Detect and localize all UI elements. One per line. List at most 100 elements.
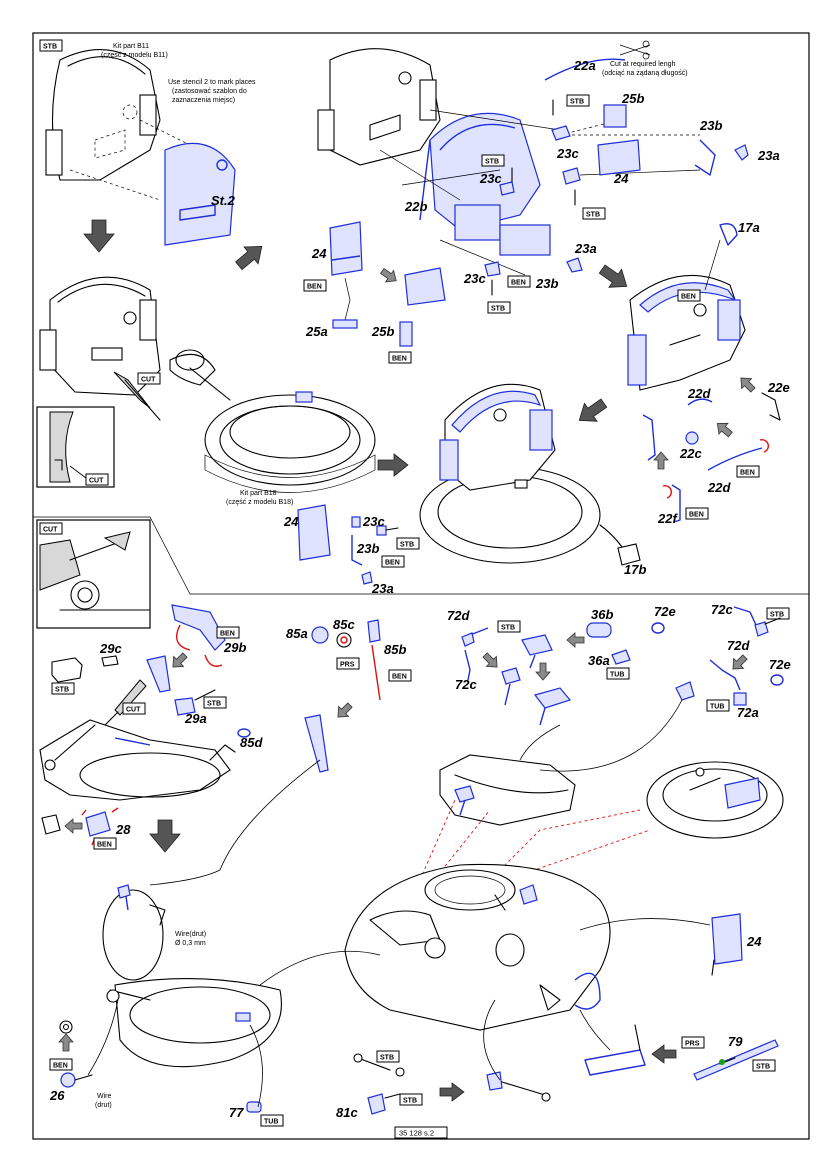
note-cut-1: Cut at required lengh xyxy=(610,61,675,68)
stb-tag-l: STB xyxy=(399,1093,423,1106)
tag-cut-3: CUT xyxy=(43,527,58,534)
label-77: 77 xyxy=(229,1105,244,1120)
arrow-small-28 xyxy=(64,818,83,834)
turret-assembly xyxy=(344,863,611,1031)
part-36a xyxy=(611,649,631,665)
label-25b-left: 25b xyxy=(371,324,394,339)
note-stencil-2: (zastosować szablon do xyxy=(172,88,247,95)
stb-tag-g2: STB xyxy=(497,620,521,633)
assembly-hatch-72 xyxy=(439,754,576,826)
tag-ben-i: BEN xyxy=(220,631,235,638)
note-stencil-3: zaznaczenia miejsc) xyxy=(172,97,235,104)
footer-page-code: 35 128 s.2 xyxy=(399,1129,434,1138)
label-22a: 22a xyxy=(573,58,596,73)
part-26 xyxy=(60,1072,93,1088)
tag-ben-h: BEN xyxy=(392,674,407,681)
part-72e-top xyxy=(651,622,665,634)
note-cut-2: (odciąć na żądaną długość) xyxy=(602,70,688,77)
part-72-assembled xyxy=(533,687,572,726)
ben-tag-g: BEN xyxy=(381,555,405,568)
part-22c xyxy=(685,431,699,445)
prs-tag-b: PRS xyxy=(681,1036,705,1049)
label-23c-mid: 23c xyxy=(479,171,502,186)
red-leaders xyxy=(419,799,651,886)
tag-stb-e: STB xyxy=(491,306,505,313)
label-36b: 36b xyxy=(591,607,613,622)
assembly-hatch-right xyxy=(627,223,746,391)
part-72-hook xyxy=(675,681,695,701)
part-29-mid xyxy=(146,655,171,693)
tag-tub-a: TUB xyxy=(610,672,624,679)
label-26: 26 xyxy=(49,1088,65,1103)
stb-tag-i: STB xyxy=(203,696,227,709)
part-22e xyxy=(761,392,781,421)
part-72c-mid xyxy=(521,634,553,669)
part-85b xyxy=(367,619,381,701)
label-85a: 85a xyxy=(286,626,308,641)
tag-stb-m: STB xyxy=(756,1064,770,1071)
part-28-block xyxy=(41,814,61,835)
part-79-assembled xyxy=(584,1024,646,1076)
arrow-left-79 xyxy=(651,1044,677,1064)
label-23b-mid: 23b xyxy=(535,276,558,291)
part-24-top xyxy=(597,139,641,176)
tag-prs-b: PRS xyxy=(685,1041,700,1048)
tag-ben-b: BEN xyxy=(307,284,322,291)
hatch-big-bottom xyxy=(102,884,282,1068)
part-23c-b18 xyxy=(351,516,399,536)
ben-tag-c: BEN xyxy=(388,351,412,364)
assembly-hatch-center xyxy=(419,383,641,566)
note-wire-size: Ø 0,3 mm xyxy=(175,940,206,947)
label-22b: 22b xyxy=(404,199,427,214)
label-72e-top: 72e xyxy=(654,604,676,619)
arrow-small-85 xyxy=(337,702,353,718)
ben-tag-f: BEN xyxy=(685,507,709,520)
tag-tub-b: TUB xyxy=(710,704,724,711)
part-81c-rod xyxy=(353,1053,405,1077)
ben-tag-h: BEN xyxy=(388,669,412,682)
label-17a: 17a xyxy=(738,220,760,235)
part-85a xyxy=(311,626,329,644)
stb-tag-j: STB xyxy=(51,682,75,695)
ben-tag-k: BEN xyxy=(49,1058,73,1071)
arrow-down-step1 xyxy=(83,219,115,253)
arrow-small-72d xyxy=(732,654,748,670)
arrow-small-72c xyxy=(535,662,551,681)
tag-stb-l: STB xyxy=(403,1098,417,1105)
label-72c-right: 72c xyxy=(711,602,733,617)
part-24-right xyxy=(711,913,743,976)
cut-tag-4: CUT xyxy=(122,702,146,715)
tub-tag-a: TUB xyxy=(606,667,630,680)
part-22d-upper xyxy=(687,398,713,406)
arrow-small-22f xyxy=(653,451,669,470)
label-85d: 85d xyxy=(240,735,263,750)
tag-ben-j: BEN xyxy=(97,842,112,849)
label-22d-upper: 22d xyxy=(687,386,711,401)
tag-stb-i: STB xyxy=(207,701,221,708)
tag-stb-k: STB xyxy=(380,1055,394,1062)
label-24-top: 24 xyxy=(613,171,629,186)
tag-stb-text: STB xyxy=(43,44,57,51)
label-24-b18: 24 xyxy=(283,514,299,529)
note-kit-b11-pl: (część z modelu B11) xyxy=(101,52,168,59)
pin-stb-a: STB xyxy=(552,94,590,116)
label-23c-low: 23c xyxy=(463,271,486,286)
part-85d xyxy=(237,728,251,738)
tag-ben-f: BEN xyxy=(689,512,704,519)
tag-stb-h: STB xyxy=(770,612,784,619)
part-22d-lower xyxy=(707,438,770,471)
part-23c-low xyxy=(484,261,501,296)
arrow-small-1 xyxy=(379,267,397,283)
label-29a: 29a xyxy=(184,711,207,726)
label-23c-top: 23c xyxy=(556,146,579,161)
arrow-small-26 xyxy=(58,1033,74,1052)
label-79: 79 xyxy=(728,1034,743,1049)
stb-tag-c: STB xyxy=(481,154,505,167)
label-22c: 22c xyxy=(679,446,702,461)
label-25a: 25a xyxy=(305,324,328,339)
part-77 xyxy=(246,1101,262,1113)
part-23c-top xyxy=(551,125,571,141)
ben-tag-j: BEN xyxy=(93,837,117,850)
part-29c xyxy=(101,655,119,667)
tag-tub-c: TUB xyxy=(264,1119,278,1126)
